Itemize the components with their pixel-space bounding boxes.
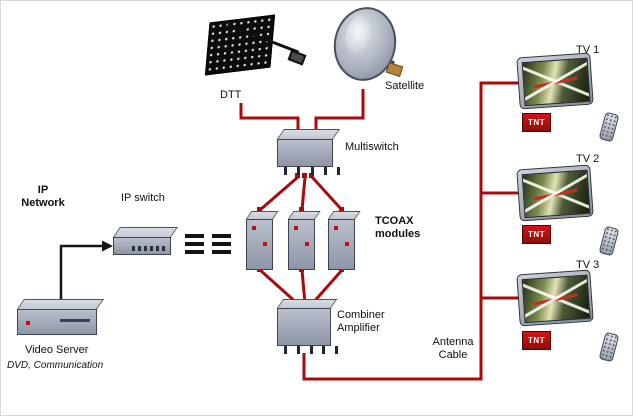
- stream-lines: [185, 234, 239, 254]
- tv-3: [516, 269, 594, 327]
- label-multiswitch: Multiswitch: [345, 141, 399, 153]
- tv-2-screen: [521, 169, 591, 219]
- wire-module-1-to-combiner: [258, 268, 300, 306]
- ip-wire-black: [59, 244, 102, 303]
- wire-satellite-to-multiswitch: [314, 89, 365, 139]
- multiswitch-top-face: [277, 129, 341, 139]
- tcoax-module-2: [288, 211, 321, 270]
- label-line: modules: [375, 228, 421, 240]
- label-dtt: DTT: [220, 89, 242, 101]
- tcoax-module-1: [246, 211, 279, 270]
- label-satellite: Satellite: [385, 80, 425, 92]
- arrowhead-icon: [102, 240, 113, 252]
- wire-module-3-to-combiner: [310, 269, 344, 305]
- label-line: Amplifier: [337, 322, 380, 334]
- label-antenna-cable: Antenna Cable: [425, 336, 481, 362]
- screen-streak: [533, 76, 578, 89]
- label-line: Cable: [438, 349, 468, 361]
- video-server-device: [17, 299, 105, 335]
- module-led: [305, 242, 309, 246]
- label-line: Combiner: [337, 309, 385, 321]
- label-tv-2: TV 2: [576, 153, 600, 165]
- multiswitch-pins: [277, 167, 347, 175]
- combiner-amplifier-device: [277, 299, 345, 354]
- label-line: TCOAX: [375, 215, 414, 227]
- module-led: [252, 226, 256, 230]
- wire-multiswitch-to-module-3: [310, 175, 344, 212]
- tnt-logo-3: TNT: [522, 331, 551, 350]
- module-led: [334, 226, 338, 230]
- label-line: Antenna: [432, 336, 474, 348]
- lnb-head: [385, 61, 404, 78]
- tnt-logo-1: TNT: [522, 113, 551, 132]
- multiswitch-device: [277, 129, 347, 175]
- label-combiner-amplifier: Combiner Amplifier: [337, 309, 385, 335]
- module-led: [294, 226, 298, 230]
- screen-streak: [533, 188, 578, 201]
- tcoax-module-3: [328, 211, 361, 270]
- wire-server-to-switch: [59, 244, 102, 303]
- switch-ports: [132, 246, 166, 251]
- screen-streak: [533, 293, 578, 306]
- dtt-antenna-mount: [287, 49, 307, 66]
- dtt-antenna-panel: [204, 14, 276, 76]
- ip-switch-device: [113, 227, 179, 255]
- label-ip-switch: IP switch: [121, 192, 165, 204]
- label-video-server: Video Server: [25, 344, 89, 356]
- label-video-server-sub: DVD, Communication: [7, 360, 104, 371]
- wire-dtt-to-multiswitch: [239, 103, 300, 139]
- coax-wires-red: [239, 81, 519, 381]
- tv-1-screen: [521, 57, 591, 107]
- wire-multiswitch-to-module-2: [300, 176, 307, 211]
- label-line: IP: [37, 184, 49, 196]
- tv-1: [516, 52, 594, 110]
- multiswitch-front-face: [277, 139, 333, 167]
- module-led: [263, 242, 267, 246]
- label-line: Network: [21, 197, 65, 209]
- wire-antenna-cable-trunk: [302, 81, 519, 381]
- combiner-pins: [277, 346, 345, 354]
- module-led: [345, 242, 349, 246]
- wire-module-2-to-combiner: [300, 269, 307, 305]
- tnt-logo-2: TNT: [522, 225, 551, 244]
- wire-multiswitch-to-module-1: [259, 175, 299, 212]
- tv-3-screen: [521, 274, 591, 324]
- server-slot: [60, 319, 90, 322]
- label-tv-1: TV 1: [576, 44, 600, 56]
- label-tcoax-modules: TCOAX modules: [375, 215, 420, 241]
- server-led: [26, 321, 30, 325]
- dtt-antenna: [199, 11, 309, 79]
- label-tv-3: TV 3: [576, 259, 600, 271]
- label-ip-network: IP Network: [15, 184, 71, 210]
- tv-2: [516, 164, 594, 222]
